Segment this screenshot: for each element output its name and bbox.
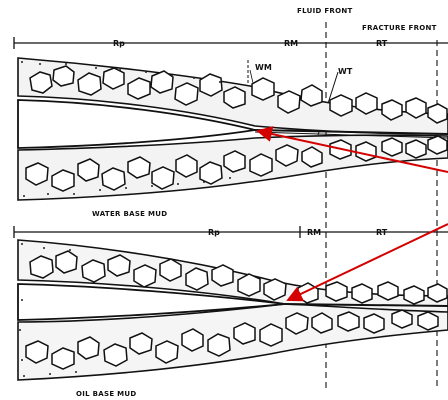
label-rt-top: RT [376,39,388,48]
label-fluid-front: FLUID FRONT [297,7,353,15]
label-rm-top: RM [284,39,298,48]
label-fracture-front: FRACTURE FRONT [362,24,437,32]
label-rp-top: Rp [113,39,125,48]
label-rp-bottom: Rp [208,228,220,237]
oil-base-panel [14,226,448,380]
caption-water-base-mud: WATER BASE MUD [92,210,167,218]
label-rm-bottom: RM [307,228,321,237]
caption-oil-base-mud: OIL BASE MUD [76,390,137,398]
label-rt-bottom: RT [376,228,388,237]
label-wm: WM [255,63,272,72]
label-wt: WT [338,67,353,76]
